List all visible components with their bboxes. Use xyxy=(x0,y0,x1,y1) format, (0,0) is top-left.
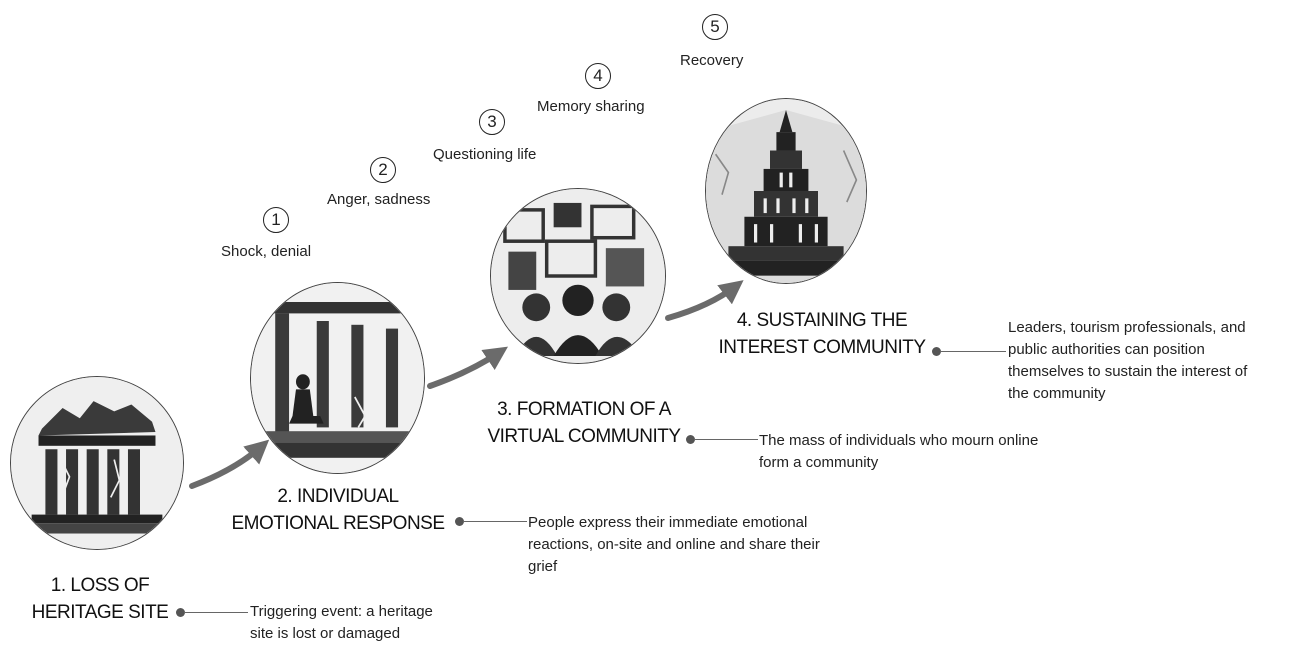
connector-line xyxy=(694,439,758,440)
connector-dot xyxy=(686,435,695,444)
stage-3-description: The mass of individuals who mourn online… xyxy=(759,432,1039,471)
stage-1-description: Triggering event: a heritage site is los… xyxy=(250,603,433,642)
stage-2-description: People express their immediate emotional… xyxy=(528,514,820,575)
arrow-stage2-to-stage3 xyxy=(427,346,508,389)
virtual-community-image xyxy=(490,188,666,364)
arrow-stage1-to-stage2 xyxy=(189,439,270,489)
tower-monument-image xyxy=(705,98,867,284)
phase-1-number: 1 xyxy=(263,207,289,233)
connector-line xyxy=(184,612,248,613)
connector-dot xyxy=(932,347,941,356)
stage-4-description: Leaders, tourism professionals, and publ… xyxy=(1008,319,1248,402)
phase-3-label: Questioning life xyxy=(433,146,537,163)
phase-2-number: 2 xyxy=(370,157,396,183)
person-among-ruins-image xyxy=(250,282,425,474)
connector-line xyxy=(463,521,527,522)
phase-4-label: Memory sharing xyxy=(537,98,645,115)
stage-2-title: 2. INDIVIDUAL EMOTIONAL RESPONSE xyxy=(231,486,445,534)
phase-5-number: 5 xyxy=(702,14,728,40)
connector-dot xyxy=(455,517,464,526)
stage-1-title: 1. LOSS OF HERITAGE SITE xyxy=(31,575,169,623)
phase-4-number: 4 xyxy=(585,63,611,89)
phase-2-label: Anger, sadness xyxy=(327,191,431,208)
phase-3-number: 3 xyxy=(479,109,505,135)
connector-line xyxy=(940,351,1006,352)
stage-3-title: 3. FORMATION OF A VIRTUAL COMMUNITY xyxy=(487,399,681,447)
ruined-temple-image xyxy=(10,376,184,550)
phase-5-label: Recovery xyxy=(680,52,744,69)
stage-4-title: 4. SUSTAINING THE INTEREST COMMUNITY xyxy=(718,310,926,358)
connector-dot xyxy=(176,608,185,617)
phase-1-label: Shock, denial xyxy=(221,243,312,260)
arrow-stage3-to-stage4 xyxy=(665,280,744,321)
